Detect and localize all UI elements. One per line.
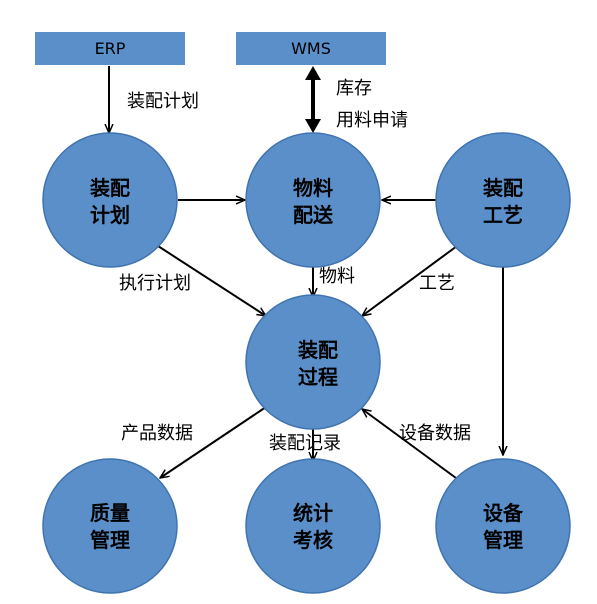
edge-wms-arrow-top (305, 66, 321, 80)
edge-equipment-to-process (362, 409, 457, 479)
node-assembly-process: 装配 过程 (245, 294, 381, 430)
edge-label-equipment-data: 设备数据 (399, 423, 471, 444)
edge-label-product-data: 产品数据 (121, 423, 193, 444)
wms-label: WMS (291, 39, 331, 58)
erp-label: ERP (95, 39, 126, 58)
node-equipment-management-line2: 管理 (483, 528, 523, 552)
node-assembly-craft-line2: 工艺 (483, 203, 523, 227)
node-assembly-process-circle (245, 294, 381, 430)
node-statistics-assessment: 统计 考核 (245, 458, 381, 594)
edge-label-material: 物料 (319, 266, 355, 287)
edge-craft-to-process (362, 245, 458, 316)
edge-label-exec-plan: 执行计划 (119, 273, 191, 294)
node-material-delivery: 物料 配送 (245, 132, 381, 268)
node-assembly-plan: 装配 计划 (42, 132, 178, 268)
node-assembly-process-line1: 装配 (297, 338, 338, 362)
edge-label-inventory: 库存 (336, 78, 372, 99)
node-assembly-craft-circle (435, 132, 571, 268)
node-assembly-plan-circle (42, 132, 178, 268)
node-assembly-process-line2: 过程 (298, 365, 338, 389)
node-quality-management-line2: 管理 (90, 528, 130, 552)
wms-box (236, 32, 386, 65)
node-material-delivery-circle (245, 132, 381, 268)
node-quality-management-line1: 质量 (90, 501, 130, 525)
node-quality-management-circle (42, 458, 178, 594)
edge-label-assembly-record: 装配记录 (269, 433, 341, 454)
node-equipment-management-circle (435, 458, 571, 594)
edge-plan-to-process (157, 245, 266, 316)
node-assembly-plan-line1: 装配 (89, 176, 130, 200)
node-material-delivery-line2: 配送 (293, 203, 334, 227)
node-quality-management: 质量 管理 (42, 458, 178, 594)
edge-wms-arrow-bottom (305, 119, 321, 133)
erp-box (35, 32, 185, 65)
node-assembly-plan-line2: 计划 (90, 203, 130, 227)
node-assembly-craft-line1: 装配 (482, 176, 523, 200)
edge-label-erp-plan: 装配计划 (127, 91, 199, 112)
node-assembly-craft: 装配 工艺 (435, 132, 571, 268)
edge-label-craft: 工艺 (419, 273, 455, 294)
node-statistics-assessment-line1: 统计 (293, 501, 333, 525)
node-statistics-assessment-line2: 考核 (293, 528, 333, 552)
node-equipment-management-line1: 设备 (483, 501, 524, 525)
node-equipment-management: 设备 管理 (435, 458, 571, 594)
node-material-delivery-line1: 物料 (293, 176, 333, 200)
edge-process-quality (160, 409, 263, 478)
node-statistics-assessment-circle (245, 458, 381, 594)
edge-label-material-request: 用料申请 (336, 110, 408, 131)
